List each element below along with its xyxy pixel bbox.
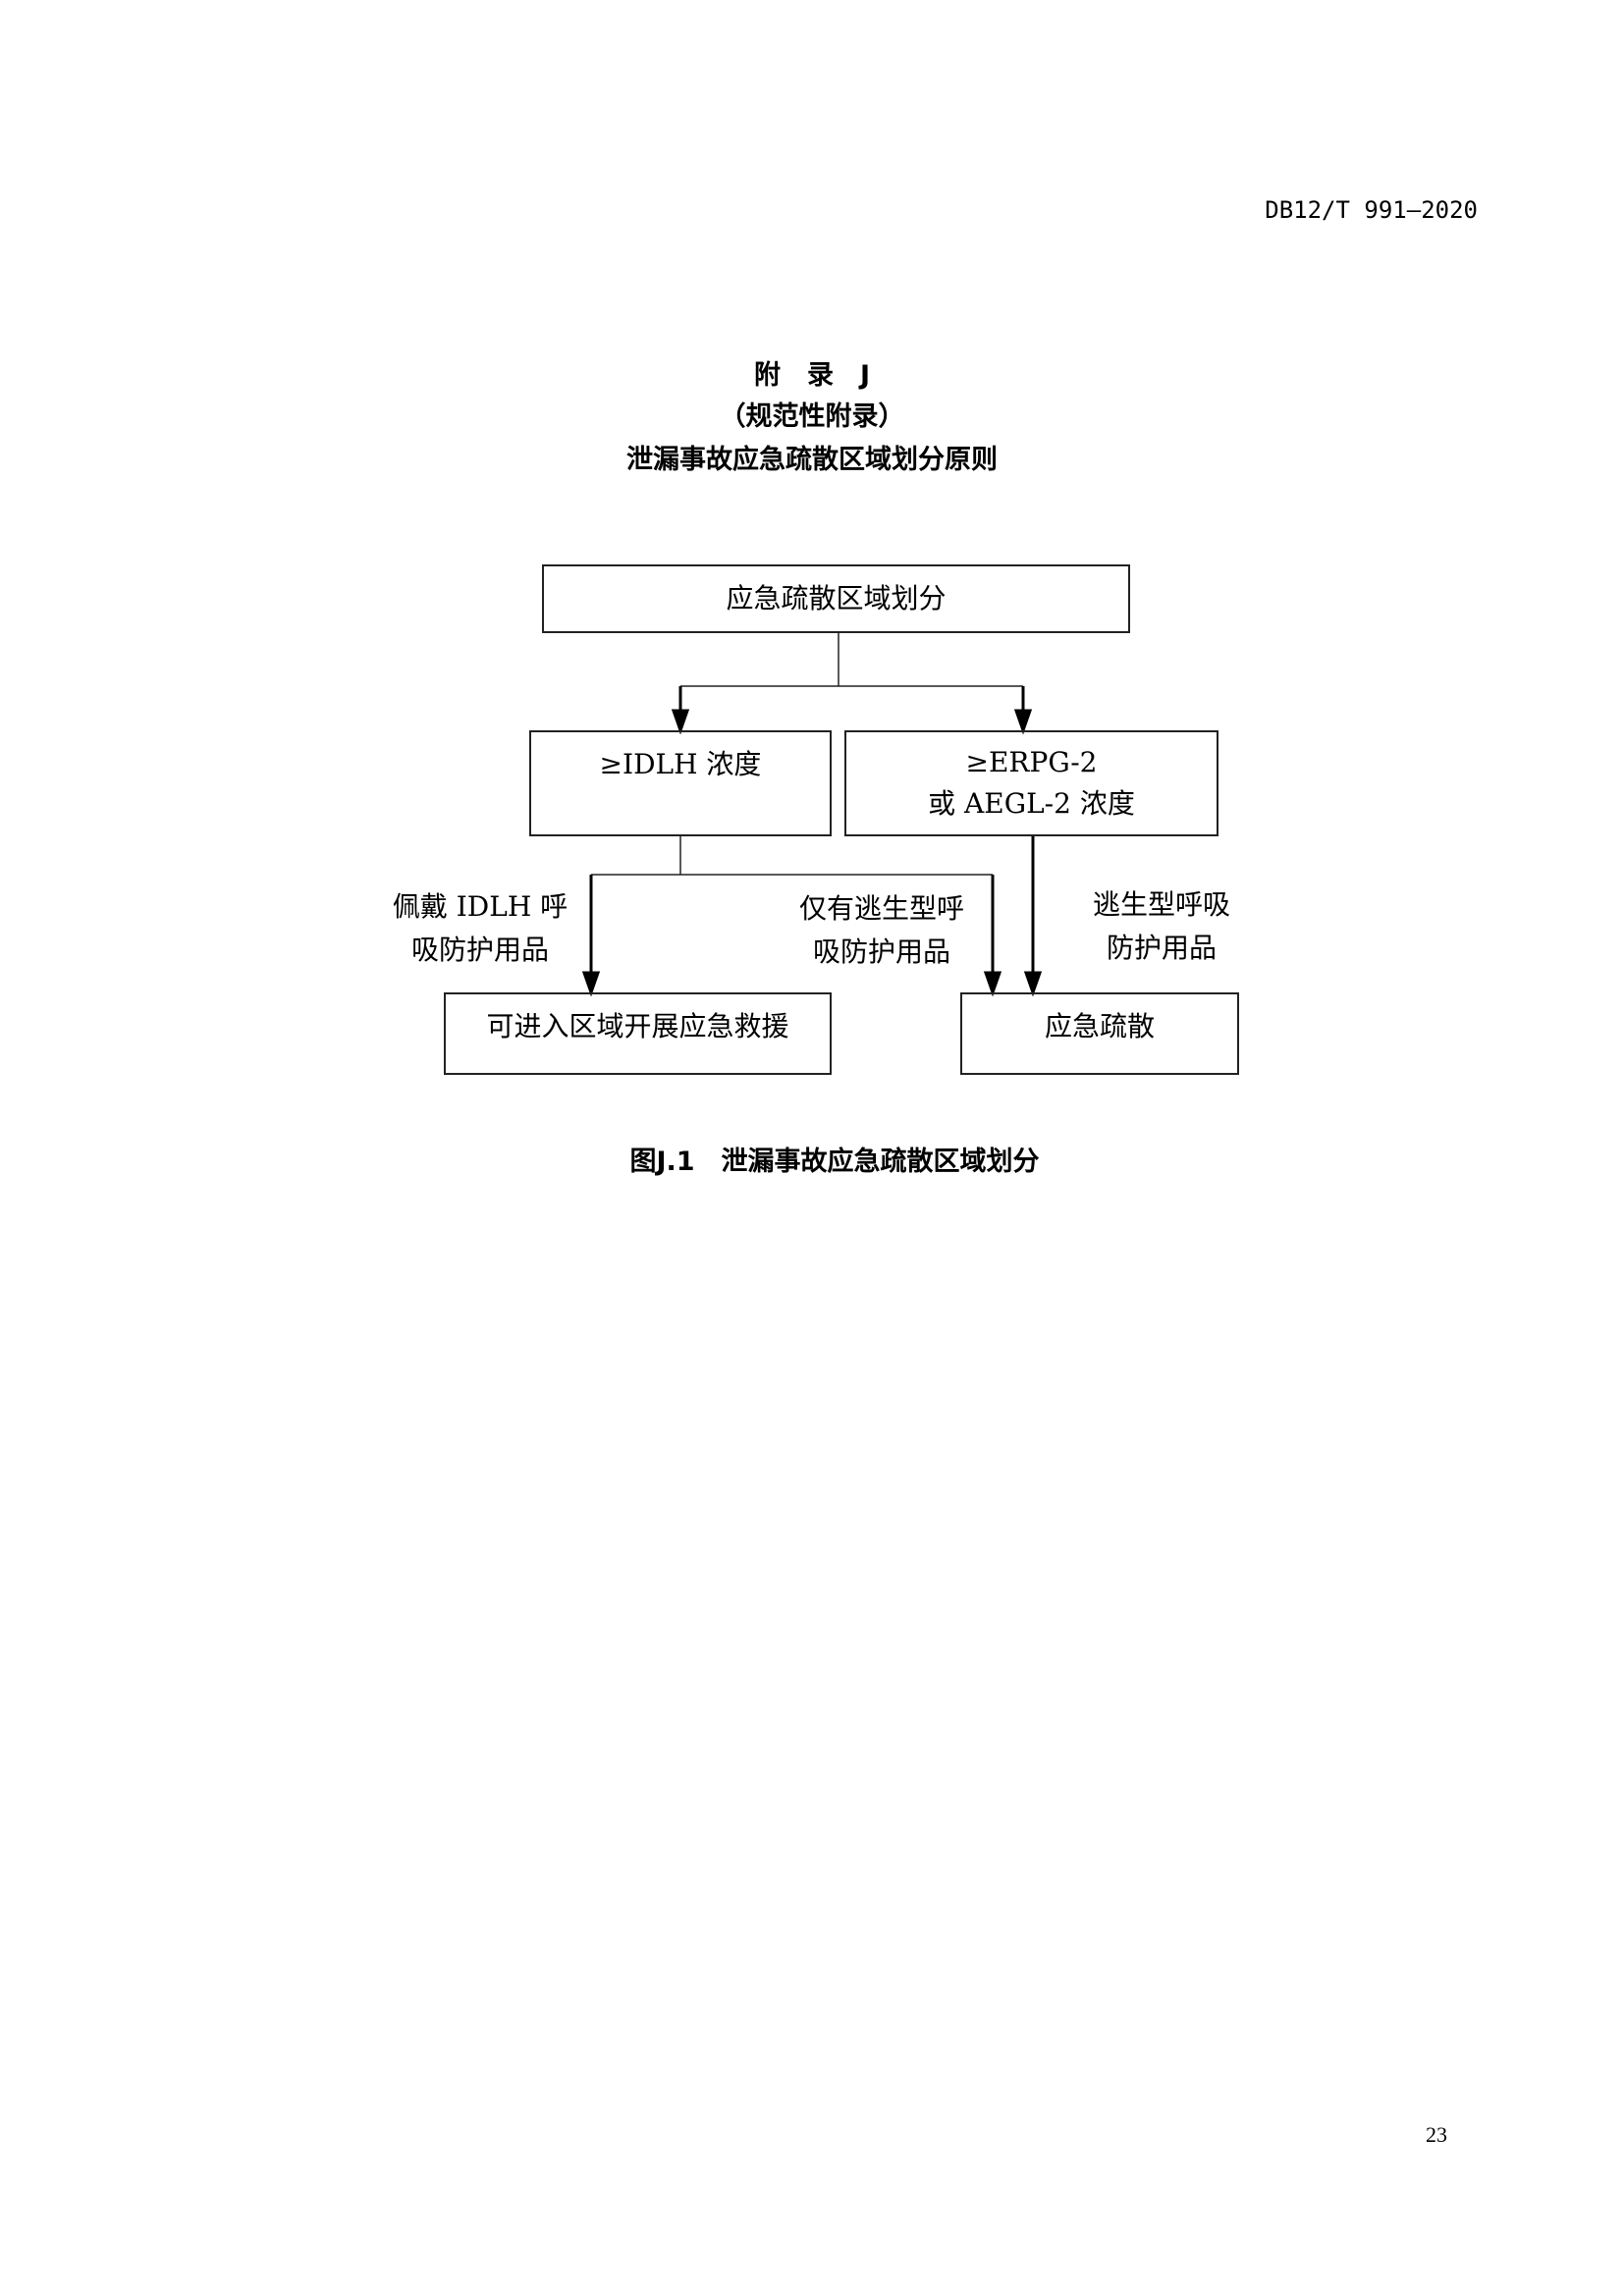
arrowhead bbox=[581, 971, 601, 997]
label-line: 佩戴 IDLH 呼 bbox=[392, 890, 568, 923]
appendix-label: 附 录 J bbox=[753, 360, 871, 391]
box-erpg: ≥ERPG-2 或 AEGL-2 浓度 bbox=[844, 730, 1218, 836]
figure-caption: 图J.1 泄漏事故应急疏散区域划分 bbox=[629, 1147, 1040, 1177]
box-evacuate: 应急疏散 bbox=[960, 992, 1239, 1075]
appendix-type: （规范性附录） bbox=[719, 401, 905, 432]
box-idlh: ≥IDLH 浓度 bbox=[529, 730, 832, 836]
label-line: 逃生型呼吸 bbox=[1092, 888, 1231, 921]
arrowhead bbox=[1023, 971, 1043, 997]
label-idlh-ppe: 佩戴 IDLH 呼 吸防护用品 bbox=[393, 885, 568, 972]
erpg-line2: 或 AEGL-2 浓度 bbox=[928, 787, 1135, 820]
appendix-title: 泄漏事故应急疏散区域划分原则 bbox=[626, 445, 998, 475]
arrowhead bbox=[671, 709, 690, 735]
label-line: 仅有逃生型呼 bbox=[798, 892, 965, 925]
label-escape-only: 仅有逃生型呼 吸防护用品 bbox=[799, 887, 964, 974]
label-line: 吸防护用品 bbox=[410, 934, 550, 966]
label-line: 吸防护用品 bbox=[812, 935, 951, 968]
arrowhead bbox=[1013, 709, 1033, 735]
box-root: 应急疏散区域划分 bbox=[542, 564, 1130, 633]
label-line: 防护用品 bbox=[1106, 932, 1218, 964]
document-code: DB12/T 991—2020 bbox=[1265, 196, 1478, 224]
box-rescue: 可进入区域开展应急救援 bbox=[444, 992, 832, 1075]
label-escape: 逃生型呼吸 防护用品 bbox=[1093, 883, 1230, 970]
erpg-line1: ≥ERPG-2 bbox=[965, 746, 1098, 778]
page-number: 23 bbox=[1426, 2122, 1447, 2147]
arrowhead bbox=[983, 971, 1002, 997]
